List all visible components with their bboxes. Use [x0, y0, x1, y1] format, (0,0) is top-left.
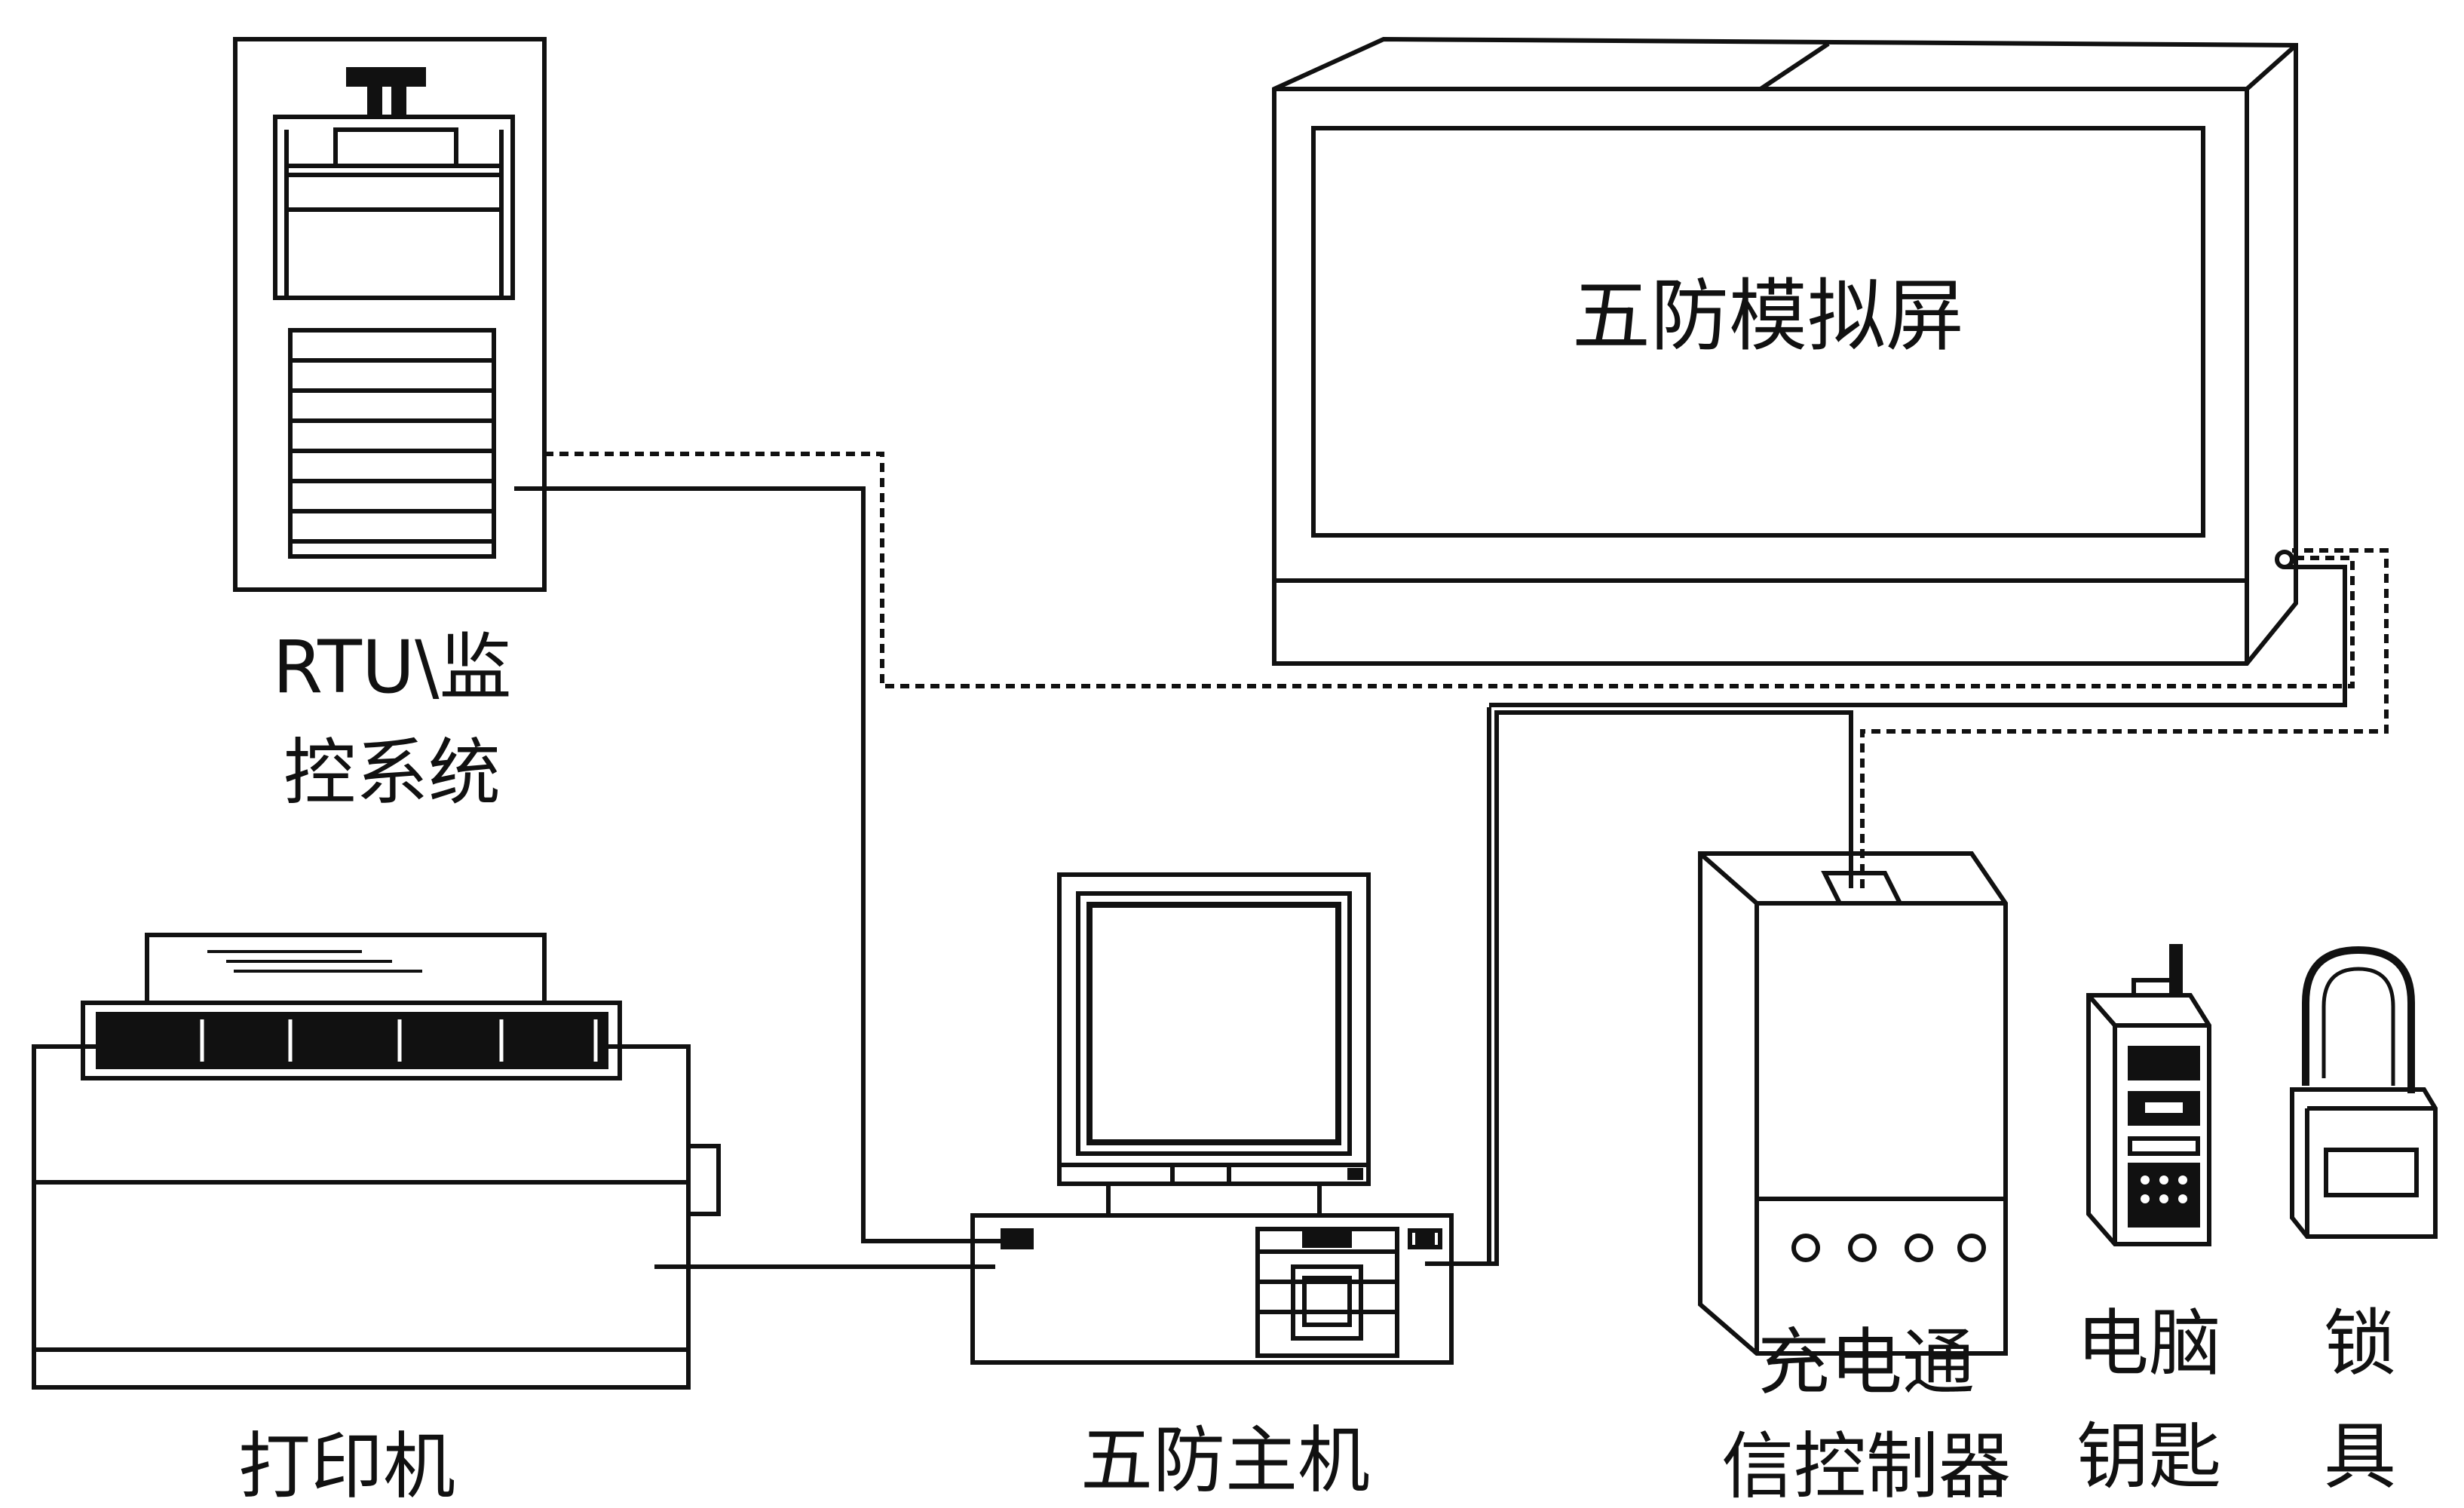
printer-label: 打印机: [238, 1424, 455, 1508]
lock: [2290, 946, 2438, 1239]
solid-connections: [514, 486, 2347, 1269]
simulation-screen: [1272, 36, 2298, 666]
screen-label: 五防模拟屏: [1572, 270, 1964, 362]
lock-label-line1: 锁: [2324, 1301, 2396, 1386]
host-label: 五防主机: [1080, 1418, 1370, 1503]
charger-controller: [1698, 851, 2008, 1356]
lock-label-line2: 具: [2324, 1415, 2396, 1499]
host-computer: [970, 872, 1454, 1365]
rtu-label-line1: RTU\监: [273, 625, 512, 710]
key-label-line1: 电脑: [2076, 1301, 2221, 1386]
rtu-label-line2: 控系统: [283, 731, 501, 815]
rtu-cabinet: [233, 37, 547, 592]
charger-label-line2: 信控制器: [1721, 1424, 2011, 1508]
printer: [32, 933, 721, 1390]
key-label-line2: 钥匙: [2076, 1415, 2221, 1499]
charger-label-line1: 充电通: [1758, 1320, 1975, 1405]
computer-key: [2086, 944, 2211, 1246]
dashed-connections: [544, 452, 2389, 888]
